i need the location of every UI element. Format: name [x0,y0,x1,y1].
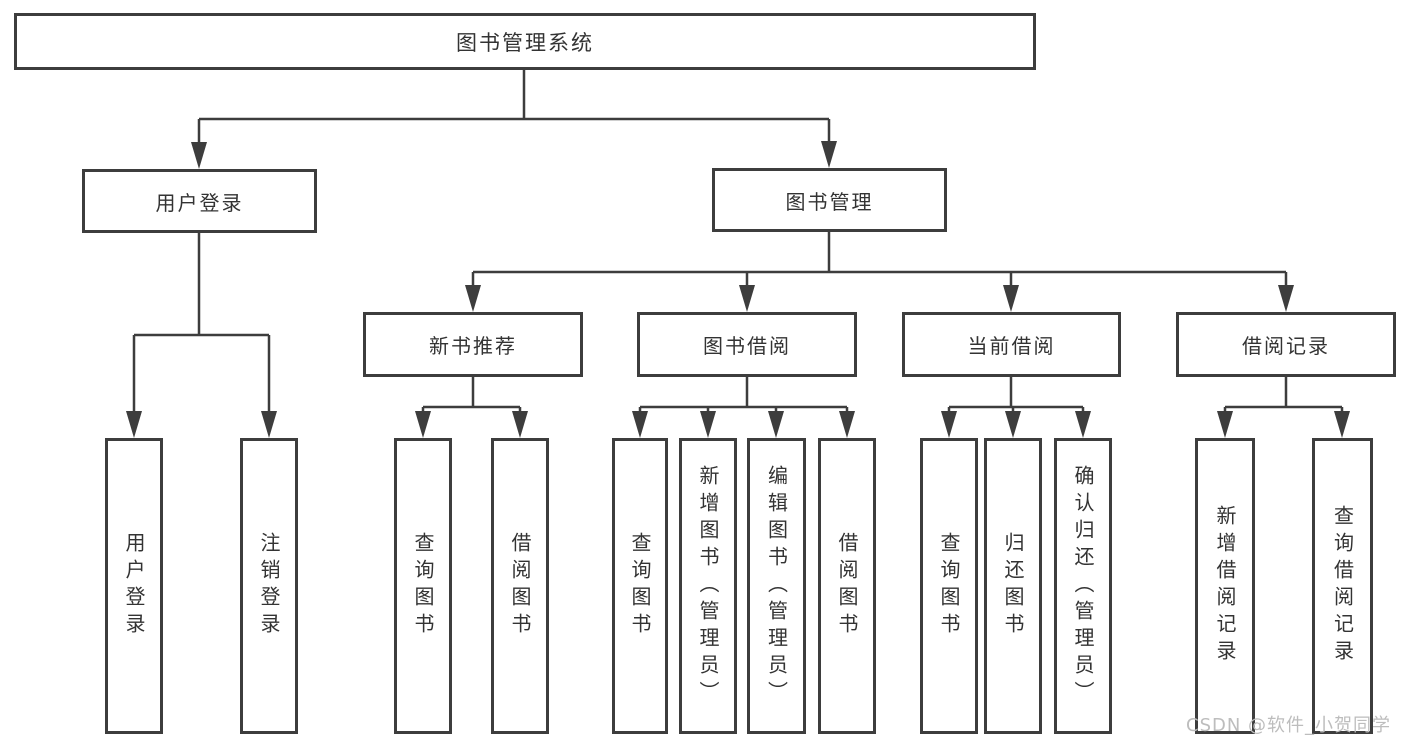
leaf-query-books-borrow: 查询图书 [612,438,668,734]
leaf-edit-books-admin: 编辑图书（管理员） [747,438,806,734]
arrowhead [1217,411,1233,438]
node-root-label: 图书管理系统 [456,30,594,55]
arrowhead [415,411,431,438]
arrowhead [261,411,277,438]
arrowhead [512,411,528,438]
leaf-borrow-books: 借阅图书 [818,438,876,734]
arrowhead [768,411,784,438]
arrowhead [191,142,207,169]
leaf-logout: 注销登录 [240,438,298,734]
arrowhead [465,285,481,312]
node-current-borrow: 当前借阅 [902,312,1121,377]
node-borrow-records-label: 借阅记录 [1242,334,1330,358]
arrowhead [1005,411,1021,438]
leaf-query-books-recommend: 查询图书 [394,438,452,734]
leaf-user-login: 用户登录 [105,438,163,734]
arrowhead [739,285,755,312]
leaf-confirm-return-admin: 确认归还（管理员） [1054,438,1112,734]
leaf-query-borrow-record: 查询借阅记录 [1312,438,1373,734]
leaf-query-books-current: 查询图书 [920,438,978,734]
leaf-borrow-books-label: 借阅图书 [835,532,859,640]
node-book-borrow-label: 图书借阅 [703,334,791,358]
arrowhead [1075,411,1091,438]
arrowhead [1003,285,1019,312]
leaf-user-login-label: 用户登录 [122,532,146,640]
arrowhead [1334,411,1350,438]
node-book-borrow: 图书借阅 [637,312,857,377]
node-book-management: 图书管理 [712,168,947,232]
arrowhead [839,411,855,438]
connector-new-book-recommend [421,377,522,412]
node-current-borrow-label: 当前借阅 [967,334,1056,358]
node-user-login-label: 用户登录 [155,190,244,215]
leaf-edit-books-admin-label: 编辑图书（管理员） [764,464,789,708]
node-root: 图书管理系统 [14,13,1036,70]
connector-user-login [132,233,271,412]
connector-root [197,68,831,143]
node-new-book-recommend: 新书推荐 [363,312,583,377]
node-book-management-label: 图书管理 [785,189,874,214]
arrowhead [632,411,648,438]
watermark: CSDN @软件_小贺同学 [1186,715,1392,736]
node-borrow-records: 借阅记录 [1176,312,1396,377]
leaf-query-books-recommend-label: 查询图书 [411,532,435,640]
leaf-confirm-return-admin-label: 确认归还（管理员） [1071,464,1095,708]
leaf-add-books-admin: 新增图书（管理员） [679,438,737,734]
leaf-return-books: 归还图书 [984,438,1042,734]
connector-current-borrow [947,377,1085,412]
arrowhead [126,411,142,438]
leaf-query-borrow-record-label: 查询借阅记录 [1330,505,1355,667]
leaf-add-books-admin-label: 新增图书（管理员） [696,464,720,708]
node-user-login: 用户登录 [82,169,317,233]
leaf-add-borrow-record: 新增借阅记录 [1195,438,1255,734]
connector-book-management [471,232,1288,286]
leaf-borrow-books-recommend-label: 借阅图书 [508,532,532,640]
arrowhead [700,411,716,438]
leaf-add-borrow-record-label: 新增借阅记录 [1213,505,1237,667]
node-new-book-recommend-label: 新书推荐 [429,334,517,358]
arrowhead [1278,285,1294,312]
connector-book-borrow [638,377,849,412]
leaf-borrow-books-recommend: 借阅图书 [491,438,549,734]
arrowhead [821,141,837,168]
arrowhead [941,411,957,438]
leaf-query-books-borrow-label: 查询图书 [628,532,652,640]
connector-borrow-records [1223,377,1344,412]
leaf-query-books-current-label: 查询图书 [937,532,961,640]
leaf-logout-label: 注销登录 [257,532,281,640]
leaf-return-books-label: 归还图书 [1001,532,1025,640]
